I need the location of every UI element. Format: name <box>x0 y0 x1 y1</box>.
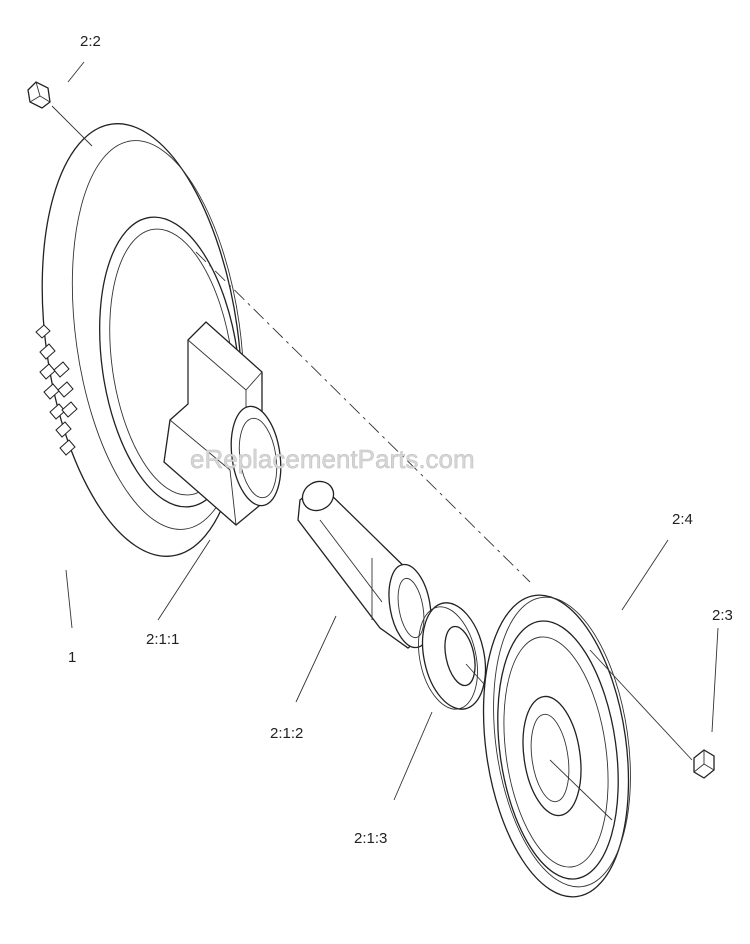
bolt[interactable] <box>27 81 51 109</box>
callout-washer: 2:1:3 <box>354 830 387 847</box>
tread-pattern <box>35 324 78 456</box>
nut[interactable] <box>693 749 715 779</box>
callout-pulley: 2:4 <box>672 511 693 528</box>
watermark: eReplacementParts.com <box>190 444 475 474</box>
callout-nut: 2:3 <box>712 607 733 624</box>
callout-tire: 1 <box>68 649 76 666</box>
sleeve-tube[interactable] <box>297 476 437 651</box>
axis-lines <box>51 105 693 821</box>
callout-sleeve: 2:1:2 <box>270 725 303 742</box>
callout-bolt: 2:2 <box>80 33 101 50</box>
pulley[interactable] <box>466 586 648 907</box>
washer[interactable] <box>410 597 495 715</box>
hub-block[interactable] <box>163 321 287 526</box>
callout-hub: 2:1:1 <box>146 631 179 648</box>
leader-lines <box>65 61 719 801</box>
